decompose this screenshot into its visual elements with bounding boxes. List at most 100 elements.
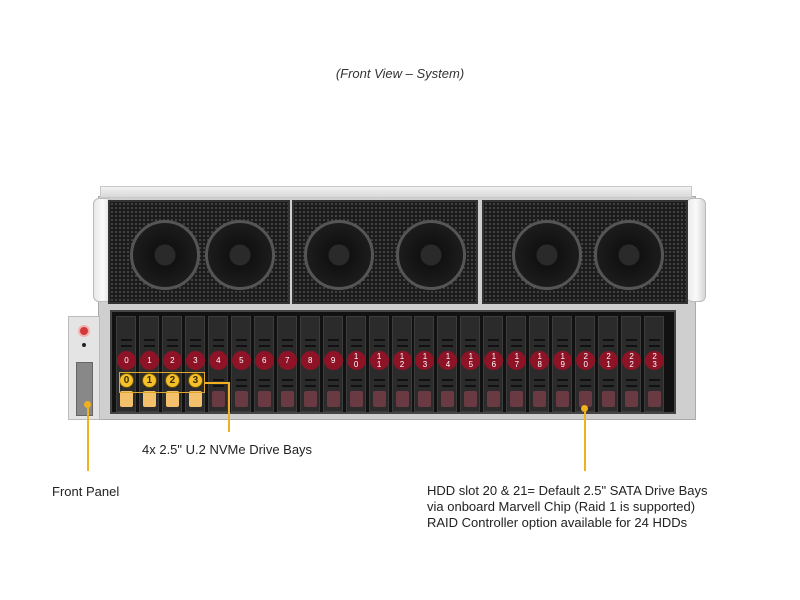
drive-bay[interactable]: 1 0 <box>345 316 366 412</box>
fan-icon <box>205 220 275 290</box>
fan-icon <box>594 220 664 290</box>
bay-vent <box>419 379 431 387</box>
hdd-callout-line-1: HDD slot 20 & 21= Default 2.5" SATA Driv… <box>427 483 708 498</box>
bay-number-badge: 1 6 <box>484 351 504 370</box>
drive-bay[interactable]: 2 2 <box>621 316 642 412</box>
bay-vent <box>396 379 408 387</box>
bay-number-badge: 1 8 <box>530 351 550 370</box>
drive-bay[interactable]: 9 <box>322 316 343 412</box>
bay-vent <box>419 339 431 347</box>
bay-vent <box>121 339 132 347</box>
bay-release-latch[interactable] <box>510 391 524 407</box>
bay-number-badge: 1 5 <box>461 351 481 370</box>
bay-release-latch[interactable] <box>648 391 662 407</box>
bay-release-latch[interactable] <box>211 391 225 407</box>
bay-number-badge: 1 0 <box>346 351 366 370</box>
bay-release-latch[interactable] <box>234 391 248 407</box>
bay-release-latch[interactable] <box>625 391 639 407</box>
bay-release-latch[interactable] <box>487 391 501 407</box>
drive-bay[interactable]: 1 4 <box>437 316 458 412</box>
bay-release-latch[interactable] <box>395 391 409 407</box>
bay-vent <box>488 339 500 347</box>
bay-release-latch[interactable] <box>602 391 616 407</box>
bay-release-latch[interactable] <box>280 391 294 407</box>
drive-bay[interactable]: 1 1 <box>368 316 389 412</box>
bay-release-latch[interactable] <box>165 391 179 407</box>
drive-bay[interactable]: 7 <box>276 316 297 412</box>
bay-release-latch[interactable] <box>441 391 455 407</box>
bay-vent <box>511 339 523 347</box>
bay-vent <box>350 379 362 387</box>
drive-bay[interactable]: 2 0 <box>575 316 596 412</box>
drive-bay[interactable]: 1 8 <box>529 316 550 412</box>
indicator-led-strip <box>76 362 93 416</box>
bay-number-badge: 8 <box>300 351 320 370</box>
bay-vent <box>649 339 661 347</box>
bay-number-badge: 2 0 <box>576 351 596 370</box>
bay-vent <box>281 379 293 387</box>
drive-bay[interactable]: 5 <box>230 316 251 412</box>
bay-vent <box>557 379 569 387</box>
bay-vent <box>212 339 224 347</box>
bay-release-latch[interactable] <box>326 391 340 407</box>
nvme-callout-label: 4x 2.5" U.2 NVMe Drive Bays <box>142 442 313 457</box>
drive-bay[interactable]: 1 2 <box>391 316 412 412</box>
bay-release-latch[interactable] <box>257 391 271 407</box>
bay-release-latch[interactable] <box>556 391 570 407</box>
power-button-icon[interactable] <box>78 325 90 337</box>
bay-number-badge: 1 1 <box>369 351 389 370</box>
bay-vent <box>603 339 615 347</box>
drive-bay[interactable]: 1 3 <box>414 316 435 412</box>
bay-vent <box>373 379 385 387</box>
bay-vent <box>488 379 500 387</box>
bay-release-latch[interactable] <box>188 391 202 407</box>
bay-release-latch[interactable] <box>464 391 478 407</box>
bay-number-badge: 5 <box>231 351 251 370</box>
drive-bay[interactable]: 1 6 <box>483 316 504 412</box>
nvme-bay-number-badge: 3 <box>187 373 203 388</box>
hdd-callout-line <box>584 408 586 471</box>
bay-number-badge: 1 <box>139 351 159 370</box>
bay-vent <box>442 379 454 387</box>
chassis-lid <box>100 186 692 198</box>
drive-bay[interactable]: 1 9 <box>552 316 573 412</box>
bay-vent <box>304 379 316 387</box>
nvme-bay-number-badge: 1 <box>141 373 157 388</box>
bay-vent <box>534 339 546 347</box>
front-panel-callout-label: Front Panel <box>52 484 120 499</box>
bay-vent <box>166 339 178 347</box>
bay-number-badge: 7 <box>277 351 297 370</box>
bay-release-latch[interactable] <box>533 391 547 407</box>
bay-number-badge: 9 <box>323 351 343 370</box>
bay-vent <box>626 379 638 387</box>
bay-vent <box>258 379 270 387</box>
drive-bay[interactable]: 6 <box>253 316 274 412</box>
bay-vent <box>304 339 316 347</box>
bay-release-latch[interactable] <box>349 391 363 407</box>
bay-release-latch[interactable] <box>579 391 593 407</box>
drive-bay[interactable]: 2 1 <box>598 316 619 412</box>
drive-bay[interactable]: 1 5 <box>460 316 481 412</box>
drive-bay[interactable]: 4 <box>207 316 228 412</box>
drive-bay[interactable]: 8 <box>299 316 320 412</box>
bay-release-latch[interactable] <box>142 391 156 407</box>
bay-release-latch[interactable] <box>120 391 133 407</box>
drive-bay[interactable]: 2 3 <box>644 316 665 412</box>
bay-release-latch[interactable] <box>418 391 432 407</box>
hdd-callout-line-2: via onboard Marvell Chip (Raid 1 is supp… <box>427 499 696 514</box>
bay-vent <box>327 379 339 387</box>
bay-vent <box>396 339 408 347</box>
bay-vent <box>649 379 661 387</box>
bay-number-badge: 2 2 <box>622 351 642 370</box>
bay-number-badge: 2 <box>162 351 182 370</box>
drive-bay[interactable]: 1 7 <box>506 316 527 412</box>
bay-release-latch[interactable] <box>372 391 386 407</box>
nvme-bay-number-badge: 2 <box>164 373 180 388</box>
bay-vent <box>580 339 592 347</box>
bay-release-latch[interactable] <box>303 391 317 407</box>
